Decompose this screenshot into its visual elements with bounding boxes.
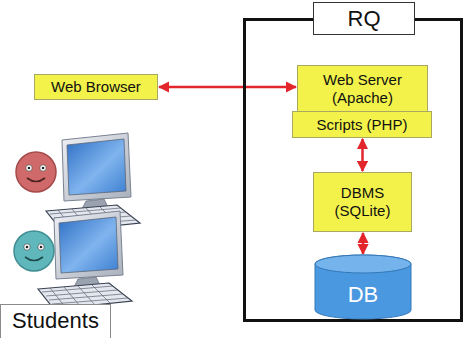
request-arrow	[159, 86, 296, 89]
component-box: Web Browser	[34, 74, 158, 100]
system-title: RQ	[313, 2, 415, 35]
student-face	[16, 152, 56, 192]
database-label: DB	[348, 282, 379, 308]
database-cylinder: DB	[315, 255, 411, 319]
component-box: Web Server (Apache)	[297, 65, 428, 112]
cylinder-top	[315, 255, 411, 273]
group-name: Students	[12, 308, 99, 334]
student-face	[14, 231, 54, 271]
request-arrow	[361, 139, 364, 171]
system-boundary: RQWeb Server (Apache)Scripts (PHP)DBMS (…	[243, 18, 463, 322]
group-label: Students	[0, 304, 111, 338]
component-label: Web Server (Apache)	[306, 71, 419, 107]
component-box: DBMS (SQLite)	[313, 172, 412, 232]
component-label: Scripts (PHP)	[317, 116, 408, 134]
request-arrow	[362, 233, 365, 254]
component-box: Scripts (PHP)	[292, 111, 432, 138]
component-label: Web Browser	[51, 78, 141, 96]
cylinder-body	[315, 255, 411, 319]
component-label: DBMS (SQLite)	[322, 184, 403, 220]
